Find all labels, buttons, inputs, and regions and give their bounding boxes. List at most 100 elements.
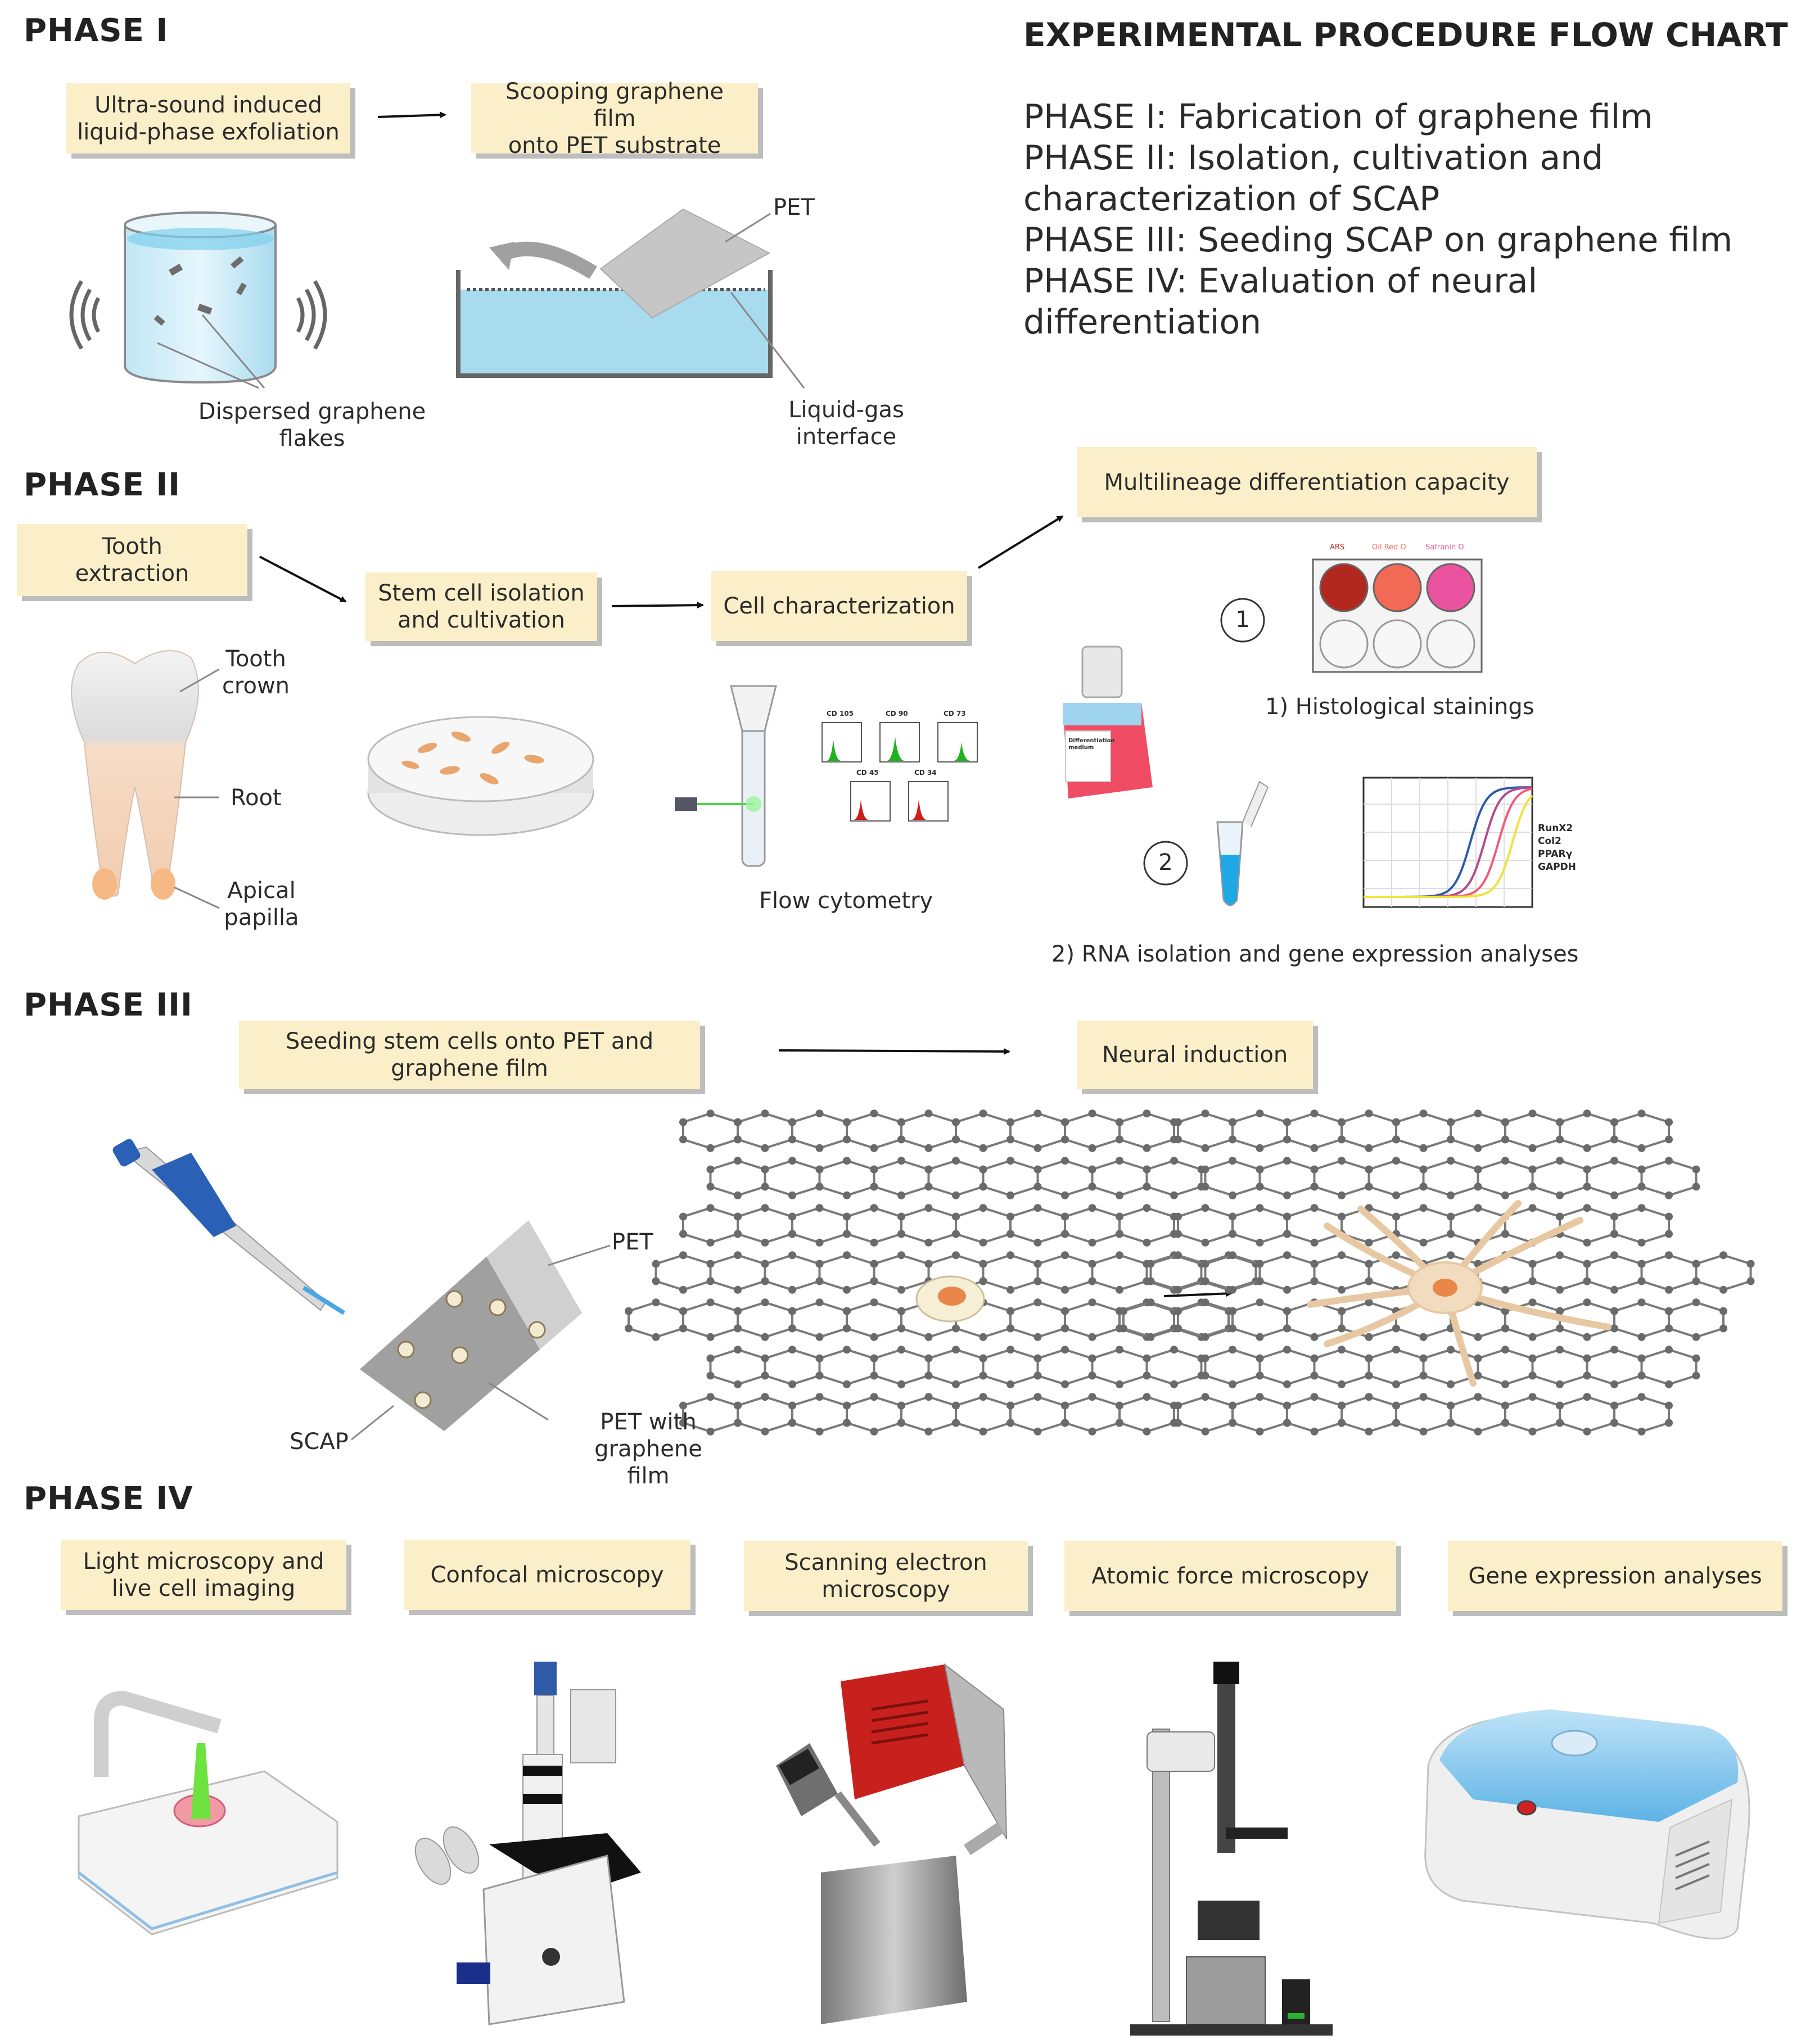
lattice-atom (1170, 1346, 1178, 1354)
lattice-atom (924, 1427, 933, 1436)
lattice-atom (1088, 1183, 1096, 1191)
lattice-atom (1392, 1380, 1400, 1388)
lattice-atom (979, 1393, 987, 1401)
lattice-atom (1201, 1298, 1209, 1307)
qpcr-curve (1364, 795, 1533, 898)
lattice-atom (1033, 1109, 1042, 1118)
lattice-atom (1061, 1135, 1069, 1144)
box-line: Seeding stem cells onto PET and (285, 1028, 654, 1054)
lattice-atom (1338, 1157, 1346, 1165)
lattice-atom (979, 1238, 987, 1247)
lattice-hexagon (1450, 1396, 1506, 1433)
pet-substrate-icon (351, 1220, 611, 1441)
scanning-electron-microscope-icon (776, 1663, 1007, 2024)
lattice-atom (1116, 1157, 1123, 1165)
lattice-atom (1637, 1260, 1646, 1268)
lattice-atom (1556, 1401, 1564, 1410)
lattice-atom (1610, 1251, 1618, 1260)
lattice-atom (897, 1230, 905, 1238)
lattice-atom (1088, 1393, 1096, 1401)
lattice-hexagon (927, 1348, 985, 1386)
lattice-hexagon (1450, 1112, 1506, 1149)
lattice-atom (843, 1285, 851, 1294)
lattice-atom (979, 1204, 987, 1212)
lattice-atom (1256, 1165, 1264, 1174)
lattice-hexagon (982, 1254, 1039, 1291)
lattice-hexagon (1477, 1254, 1534, 1291)
lattice-atom (1310, 1204, 1319, 1212)
lattice-atom (734, 1401, 742, 1410)
lattice-atom (1528, 1165, 1537, 1174)
lattice-atom (1061, 1419, 1069, 1427)
lattice-atom (1501, 1230, 1509, 1238)
lattice-atom (1088, 1277, 1096, 1285)
lattice-atom (897, 1380, 905, 1388)
lattice-atom (1556, 1324, 1564, 1333)
lattice-hexagon (655, 1254, 712, 1291)
lattice-atom (924, 1371, 933, 1380)
lattice-atom (1006, 1157, 1014, 1165)
lattice-atom (897, 1135, 905, 1144)
lattice-atom (979, 1427, 987, 1436)
lattice-atom (952, 1401, 960, 1410)
lattice-atom (1528, 1298, 1537, 1307)
lattice-atom (679, 1230, 687, 1238)
lattice-hexagon (1091, 1159, 1148, 1197)
lattice-atom (1528, 1354, 1537, 1362)
lattice-atom (815, 1144, 824, 1152)
lattice-atom (761, 1393, 769, 1401)
lattice-atom (1310, 1427, 1319, 1436)
lattice-atom (1229, 1230, 1236, 1238)
lattice-atom (1419, 1204, 1428, 1212)
lattice-atom (1310, 1354, 1319, 1362)
lattice-atom (1170, 1380, 1178, 1388)
lattice-hexagon (955, 1207, 1012, 1244)
lattice-hexagon (737, 1301, 793, 1338)
lattice-atom (1310, 1393, 1319, 1401)
lattice-atom (843, 1307, 851, 1315)
lattice-atom (1583, 1427, 1591, 1436)
lattice-atom (1528, 1204, 1537, 1212)
water-tank-icon (456, 208, 805, 389)
box-line: microscopy (821, 1576, 950, 1603)
lattice-atom (1229, 1118, 1236, 1126)
lattice-atom (1637, 1183, 1646, 1191)
lattice-atom (1447, 1118, 1455, 1126)
lattice-atom (1146, 1298, 1155, 1307)
lattice-atom (1256, 1333, 1264, 1341)
lattice-atom (1174, 1419, 1182, 1427)
lattice-hexagon (1064, 1301, 1121, 1338)
lattice-atom (679, 1285, 687, 1294)
lattice-hexagon (1531, 1348, 1588, 1386)
lattice-atom (1419, 1238, 1428, 1247)
box-line: extraction (75, 561, 189, 586)
box-multilineage: Multilineage differentiation capacity (1077, 447, 1537, 517)
lattice-atom (1665, 1212, 1673, 1221)
page-title: EXPERIMENTAL PROCEDURE FLOW CHART (1023, 16, 1788, 54)
qpcr-curves (1364, 786, 1533, 898)
lattice-atom (843, 1346, 851, 1354)
lattice-atom (1088, 1354, 1096, 1362)
lattice-atom (1338, 1419, 1346, 1427)
flow-cytometer-icon (675, 685, 777, 867)
lattice-atom (679, 1401, 687, 1410)
lattice-hexagon (1286, 1396, 1343, 1433)
lattice-atom (897, 1307, 905, 1315)
lattice-hexagon (709, 1348, 766, 1386)
lattice-atom (1310, 1277, 1319, 1285)
lattice-hexagon (1145, 1348, 1203, 1386)
lattice-atom (1501, 1401, 1509, 1410)
lattice-hexagon (1504, 1207, 1561, 1244)
lattice-atom (1583, 1109, 1591, 1118)
lattice-atom (1392, 1419, 1400, 1427)
lattice-atom (1338, 1212, 1346, 1221)
lattice-atom (625, 1307, 633, 1315)
lattice-atom (1692, 1277, 1700, 1285)
lattice-atom (870, 1204, 878, 1212)
lattice-hexagon (1036, 1159, 1094, 1197)
lattice-hexagon (1258, 1348, 1316, 1386)
qpcr-plot (1362, 777, 1533, 908)
lattice-atom (1637, 1277, 1646, 1285)
